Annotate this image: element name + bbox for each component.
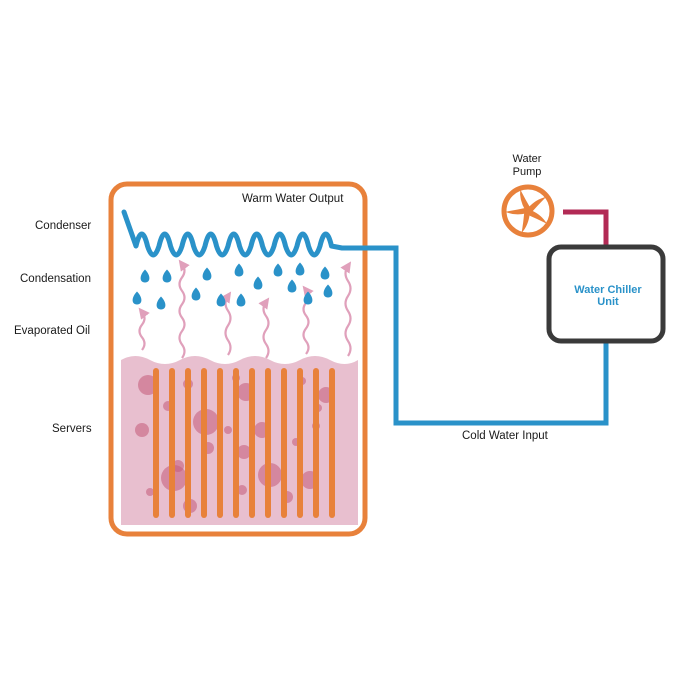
water-droplet-icon: [287, 279, 297, 293]
pump-impeller-icon: [501, 184, 555, 238]
water-droplet-icon: [295, 262, 305, 276]
water-droplet-icon: [323, 284, 333, 298]
condenser-label: Condenser: [35, 220, 92, 232]
water-droplet-icon: [236, 293, 246, 307]
server-rod: [265, 368, 271, 518]
water-droplet-icon: [273, 263, 283, 277]
oil-bubble-icon: [237, 445, 251, 459]
water-droplet-icon: [202, 267, 212, 281]
vapor-arrow-icon: [178, 259, 190, 359]
cold-water-pipe: [342, 245, 609, 426]
oil-bubble-icon: [224, 426, 232, 434]
water-chiller-label: Water Chiller Unit: [574, 284, 642, 308]
server-rod: [185, 368, 191, 518]
water-droplet-icon: [216, 293, 226, 307]
water-droplet-icon: [156, 296, 166, 310]
water-droplet-icon: [303, 291, 313, 305]
water-droplet-icon: [140, 269, 150, 283]
server-rods: [153, 368, 335, 518]
tank-border: [108, 181, 368, 537]
water-pump-label: Water Pump: [512, 153, 542, 178]
cold-water-input-label: Cold Water Input: [462, 430, 548, 442]
server-rod: [153, 368, 159, 518]
server-rod: [233, 368, 239, 518]
water-droplet-icon: [320, 266, 330, 280]
warm-water-pipe-return: [563, 209, 609, 246]
evaporated-oil-label: Evaporated Oil: [14, 325, 91, 337]
pump-blade: [505, 207, 527, 215]
server-rod: [217, 368, 223, 518]
condenser-coil: [121, 209, 345, 258]
server-rod: [249, 368, 255, 518]
server-rod: [297, 368, 303, 518]
servers-label: Servers: [52, 423, 92, 435]
pump-blade: [521, 211, 530, 233]
vapor-arrow-icon: [258, 297, 270, 359]
condensation-label: Condensation: [20, 273, 91, 285]
vapor-arrow-icon: [220, 291, 232, 356]
server-rod: [313, 368, 319, 518]
server-rod: [329, 368, 335, 518]
water-droplet-icon: [191, 287, 201, 301]
pump-blade: [520, 189, 531, 211]
water-chiller-box: [546, 244, 666, 344]
condensation-droplets: [132, 262, 333, 310]
water-droplet-icon: [253, 276, 263, 290]
server-rod: [169, 368, 175, 518]
server-rod: [281, 368, 287, 518]
server-rod: [201, 368, 207, 518]
oil-bubble-icon: [135, 423, 149, 437]
warm-water-output-label: Warm Water Output: [242, 193, 344, 205]
vapor-arrow-icon: [138, 307, 150, 351]
pump-blade: [528, 197, 546, 213]
water-droplet-icon: [162, 269, 172, 283]
water-droplet-icon: [234, 263, 244, 277]
pump-blade: [527, 210, 547, 224]
evaporated-oil-vapors: [138, 259, 352, 359]
oil-bubble-icon: [146, 488, 154, 496]
oil-bubble-icon: [237, 485, 247, 495]
water-droplet-icon: [132, 291, 142, 305]
vapor-arrow-icon: [340, 261, 352, 357]
